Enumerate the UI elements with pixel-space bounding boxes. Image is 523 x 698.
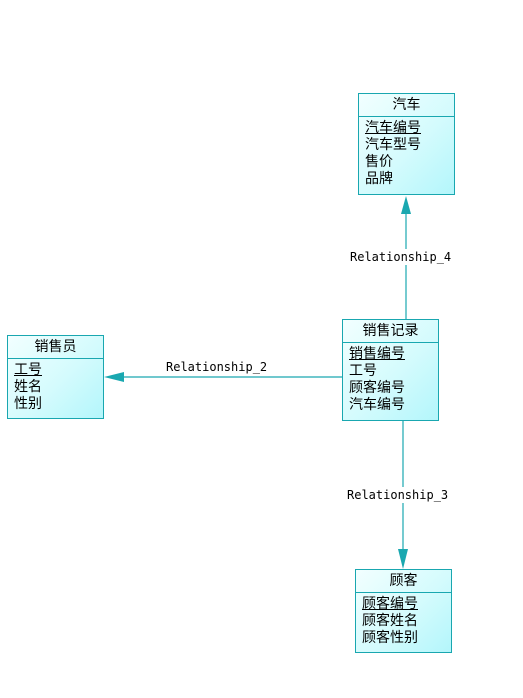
entity-title: 销售记录	[343, 320, 438, 343]
attribute: 性别	[14, 396, 42, 412]
attribute-list: 销售编号 工号 顾客编号 汽车编号	[343, 343, 438, 414]
attribute: 品牌	[365, 171, 393, 187]
entity-car[interactable]: 汽车 汽车编号 汽车型号 售价 品牌	[358, 93, 455, 195]
attribute-primary-key: 工号	[14, 362, 42, 378]
attribute: 顾客姓名	[362, 613, 418, 629]
entity-title: 顾客	[356, 570, 451, 593]
relationship-2-arrowhead	[104, 372, 124, 382]
attribute-list: 工号 姓名 性别	[8, 359, 103, 413]
attribute-list: 顾客编号 顾客姓名 顾客性别	[356, 593, 451, 647]
entity-customer[interactable]: 顾客 顾客编号 顾客姓名 顾客性别	[355, 569, 452, 653]
relationship-2-label: Relationship_2	[165, 359, 269, 375]
attribute: 工号	[349, 363, 377, 379]
attribute: 顾客性别	[362, 630, 418, 646]
relationship-3-label: Relationship_3	[346, 487, 450, 503]
attribute-list: 汽车编号 汽车型号 售价 品牌	[359, 117, 454, 188]
relationship-4-label: Relationship_4	[349, 249, 453, 265]
attribute: 姓名	[14, 379, 42, 395]
entity-title: 销售员	[8, 336, 103, 359]
attribute: 汽车型号	[365, 137, 421, 153]
attribute-primary-key: 顾客编号	[362, 596, 418, 612]
attribute-primary-key: 销售编号	[349, 346, 405, 362]
attribute: 售价	[365, 154, 393, 170]
entity-salesperson[interactable]: 销售员 工号 姓名 性别	[7, 335, 104, 419]
relationship-3-arrowhead	[398, 549, 408, 569]
relationship-4-arrowhead	[401, 196, 411, 214]
attribute: 汽车编号	[349, 397, 405, 413]
entity-sales-record[interactable]: 销售记录 销售编号 工号 顾客编号 汽车编号	[342, 319, 439, 421]
attribute-primary-key: 汽车编号	[365, 120, 421, 136]
attribute: 顾客编号	[349, 380, 405, 396]
entity-title: 汽车	[359, 94, 454, 117]
